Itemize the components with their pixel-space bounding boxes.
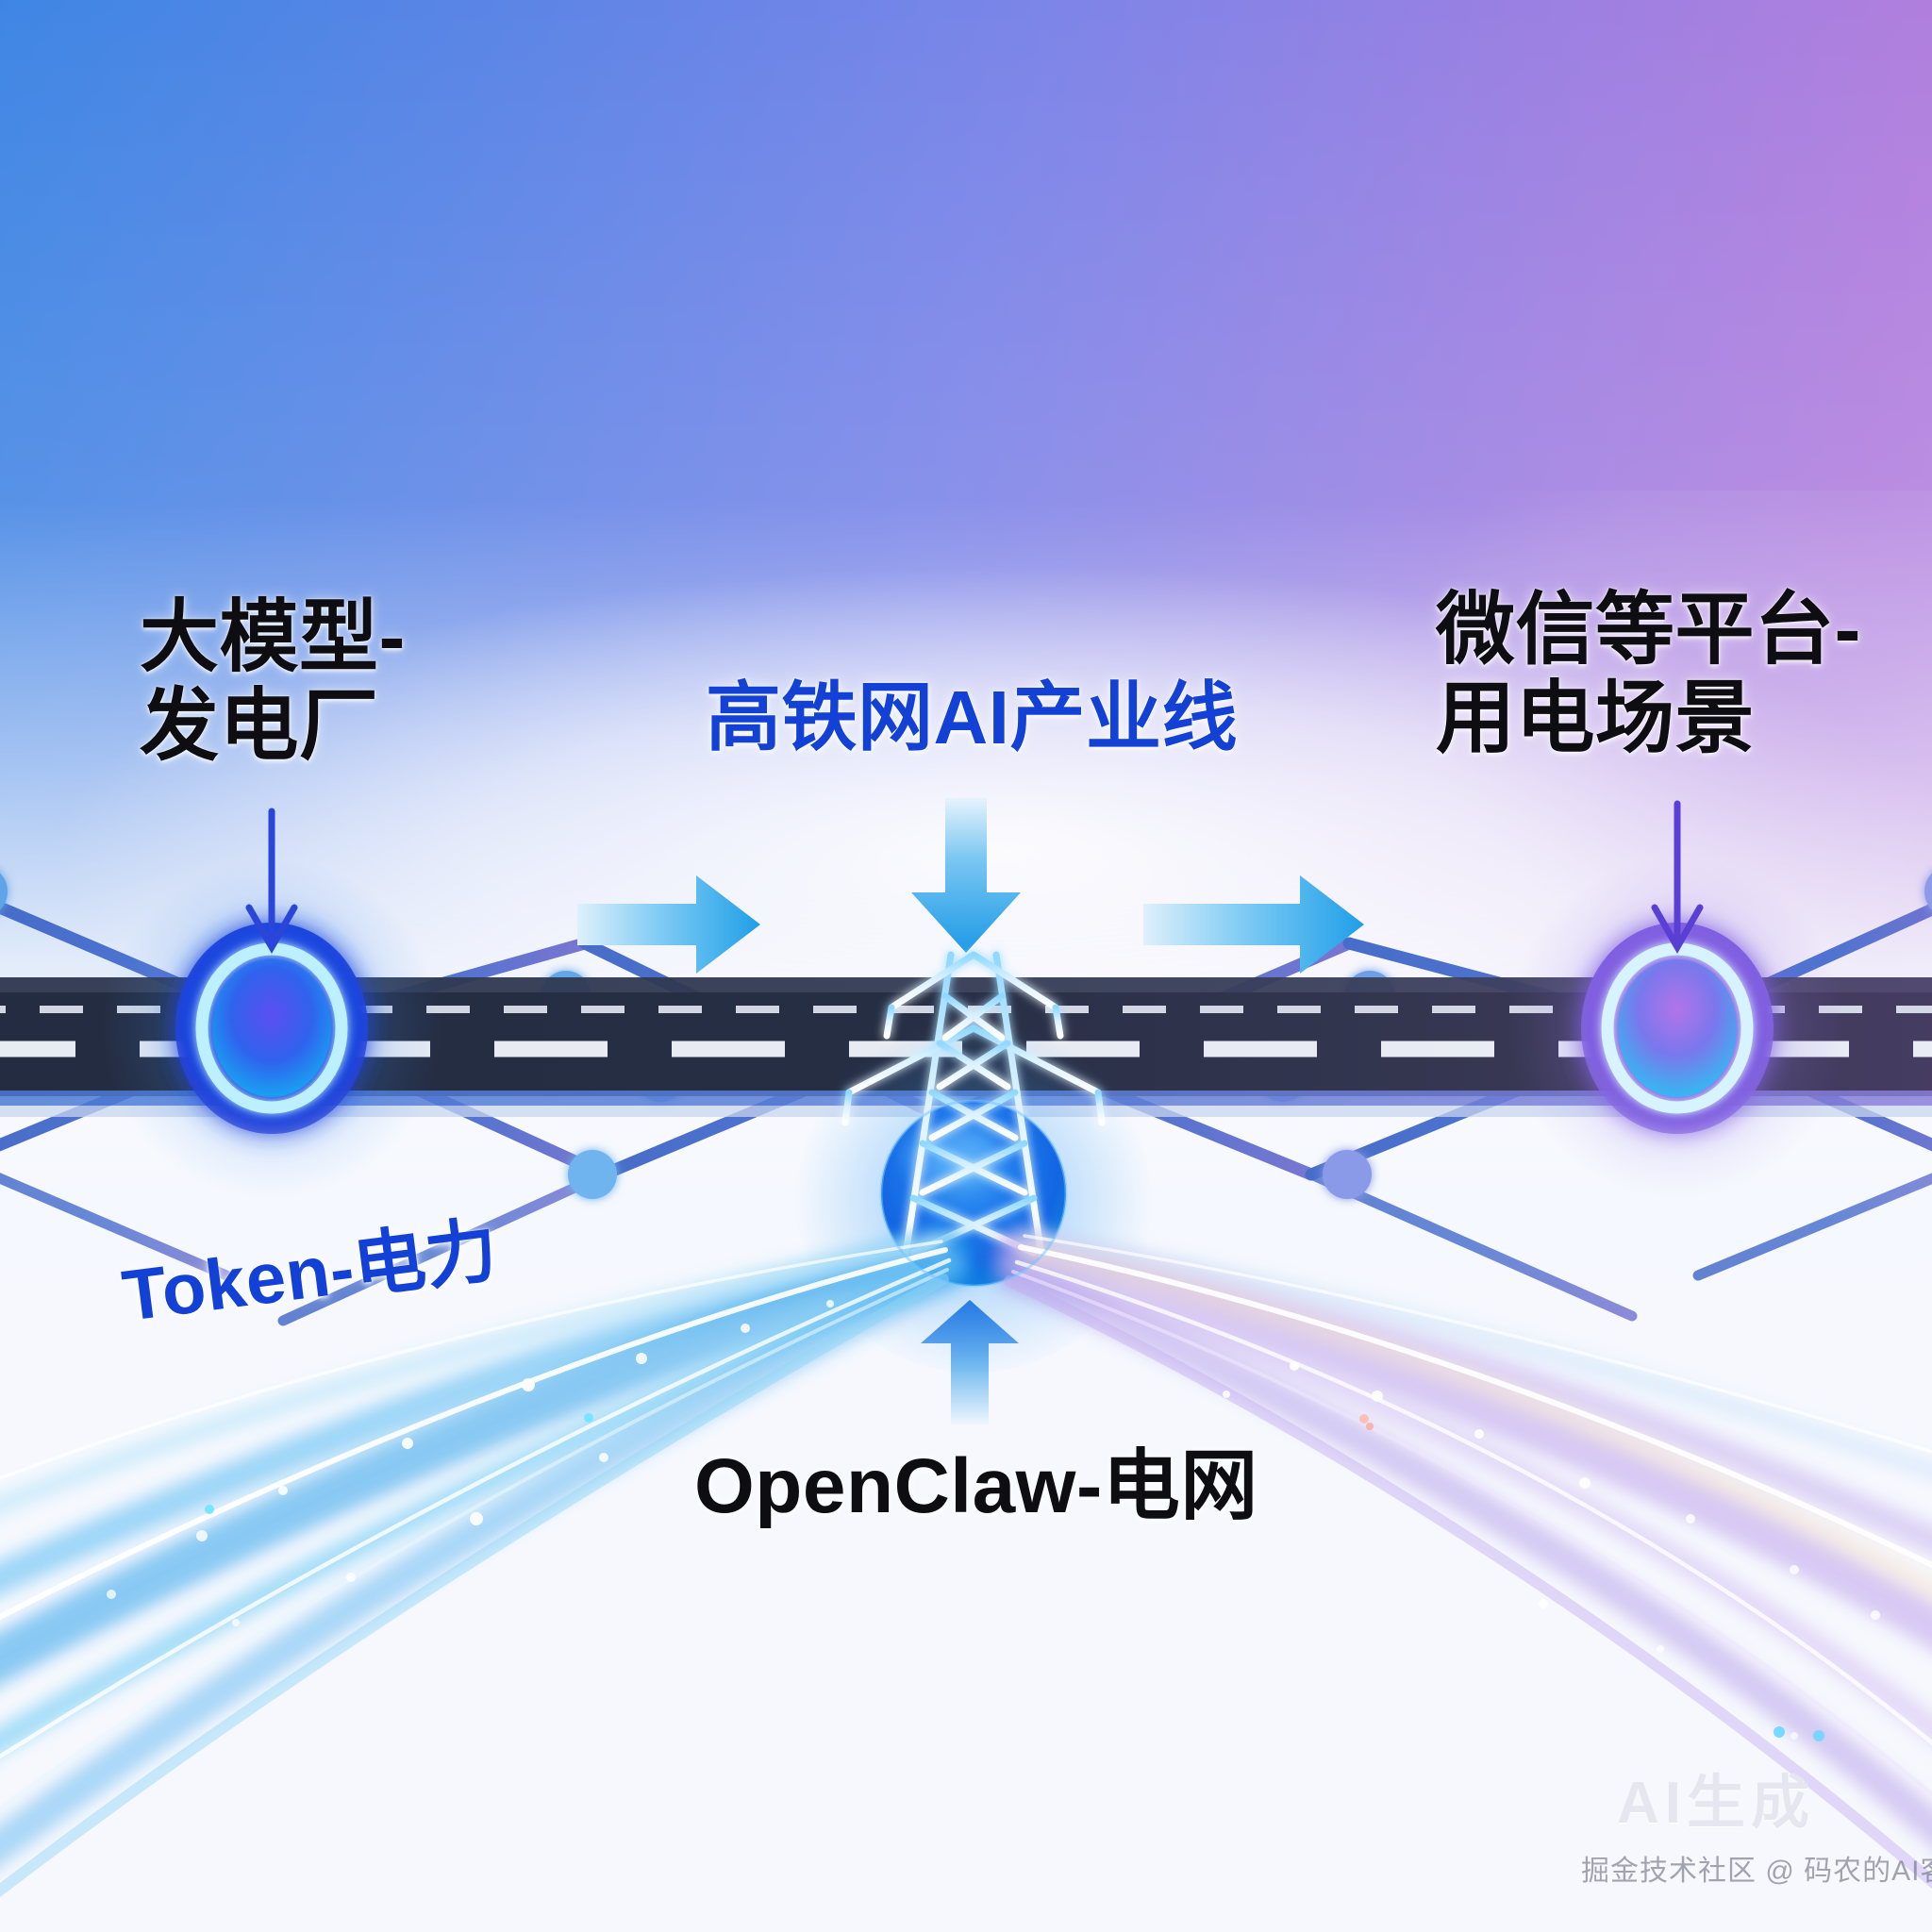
label-railway-ai-industry-line: 高铁网AI产业线: [706, 675, 1238, 759]
label-model-power-plant: 大模型- 发电厂: [140, 592, 406, 771]
credit-watermark: 掘金技术社区 @ 码农的AI客栈: [1581, 1856, 1932, 1887]
label-platform-usage-scenario: 微信等平台- 用电场景: [1436, 585, 1861, 763]
label-openclaw-power-grid: OpenClaw-电网: [694, 1443, 1258, 1529]
ai-generated-watermark: AI生成: [1617, 1771, 1816, 1836]
sky-purple-tint: [1215, 491, 1932, 1075]
